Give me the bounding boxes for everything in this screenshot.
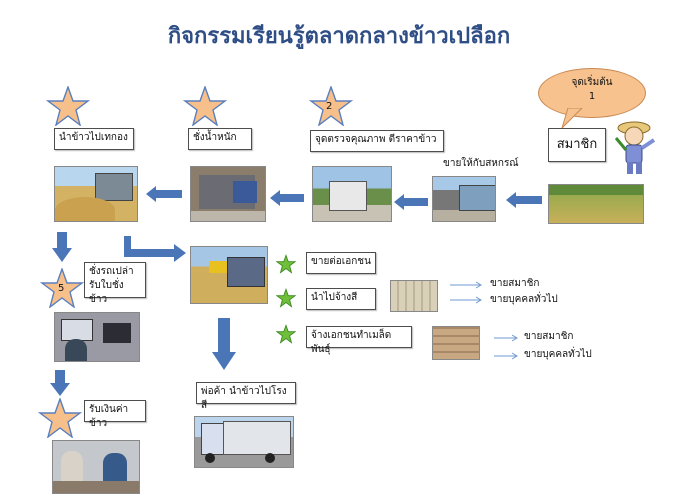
empty-truck-line-2: รับใบชั่งข้าว: [89, 280, 124, 305]
merchant-box: พ่อค้า นำข้าวไปโรงสี: [196, 382, 296, 411]
arrow-coop-to-inspect: [394, 194, 428, 210]
green-star-icon-3: [276, 324, 296, 344]
arrow-inspect-to-weigh: [270, 190, 304, 206]
star-step-2-number: 2: [326, 101, 333, 112]
star-step-2: 2: [309, 86, 353, 126]
star-icon-step-dump: [46, 86, 90, 126]
empty-truck-line-1: ชั่งรถเปล่า: [89, 266, 134, 277]
star-step-5-number: 5: [58, 283, 65, 294]
star-icon-receive-money: [38, 398, 82, 438]
option-seed-box: จ้างเอกชนทำเมล็ดพันธุ์: [306, 326, 412, 355]
seed-output-1: ขายสมาชิก: [524, 331, 574, 342]
option-sell-private-box: ขายต่อเอกชน: [306, 252, 376, 274]
photo-coop-trucks: [432, 176, 496, 222]
photo-payment-counter: [52, 440, 140, 494]
sell-to-coop-label: ขายให้กับสหกรณ์: [443, 158, 519, 169]
quality-inspect-box: จุดตรวจคุณภาพ ตีราคาข้าว: [310, 130, 444, 152]
star-icon-step-weigh: [183, 86, 227, 126]
start-bubble-number: 1: [588, 91, 596, 102]
arrow-office-down: [50, 370, 70, 396]
arrow-weigh-to-dump: [146, 186, 182, 202]
arrow-dump-down: [52, 232, 72, 262]
photo-quality-check: [312, 166, 392, 222]
photo-rice-pile: [54, 166, 138, 222]
receive-money-box: รับเงินค่าข้าว: [84, 400, 146, 429]
member-box: สมาชิก: [548, 128, 606, 162]
green-star-icon-1: [276, 254, 296, 274]
photo-rice-field: [548, 184, 644, 224]
arrow-dump-to-pile: [124, 236, 186, 262]
page-title: กิจกรรมเรียนรู้ตลาดกลางข้าวเปลือก: [167, 24, 511, 49]
arrow-member-to-coop: [506, 192, 542, 208]
weigh-box: ชั่งน้ำหนัก: [188, 128, 252, 150]
photo-rice-sacks: [390, 280, 438, 312]
arrow-pile-down: [212, 318, 236, 370]
milling-output-2: ขายบุคคลทั่วไป: [490, 294, 558, 305]
photo-loading-rice: [190, 246, 268, 304]
thin-arrow-seed-2: [494, 352, 518, 360]
milling-output-1: ขายสมาชิก: [490, 278, 540, 289]
star-step-5: 5: [40, 268, 84, 308]
thin-arrow-milling-1: [450, 281, 482, 289]
star-icon-step-5: [40, 268, 84, 308]
start-bubble-text: จุดเริ่มต้น: [571, 77, 613, 88]
seed-output-2: ขายบุคคลทั่วไป: [524, 349, 592, 360]
option-milling-box: นำไปจ้างสี: [306, 288, 376, 310]
farmer-cartoon-icon: [614, 121, 656, 174]
photo-office-staff: [54, 312, 140, 362]
thin-arrow-milling-2: [450, 296, 482, 304]
start-bubble: จุดเริ่มต้น 1: [538, 68, 646, 118]
photo-weighing-truck: [190, 166, 266, 222]
star-icon-step-2: [309, 86, 353, 126]
thin-arrow-seed-1: [494, 334, 518, 342]
bubble-tail: [561, 108, 583, 129]
green-star-icon-2: [276, 288, 296, 308]
empty-truck-box: ชั่งรถเปล่า รับใบชั่งข้าว: [84, 262, 146, 305]
dump-rice-box: นำข้าวไปเทกอง: [54, 128, 134, 150]
photo-merchant-truck: [194, 416, 294, 468]
photo-seed-sacks: [432, 326, 480, 360]
